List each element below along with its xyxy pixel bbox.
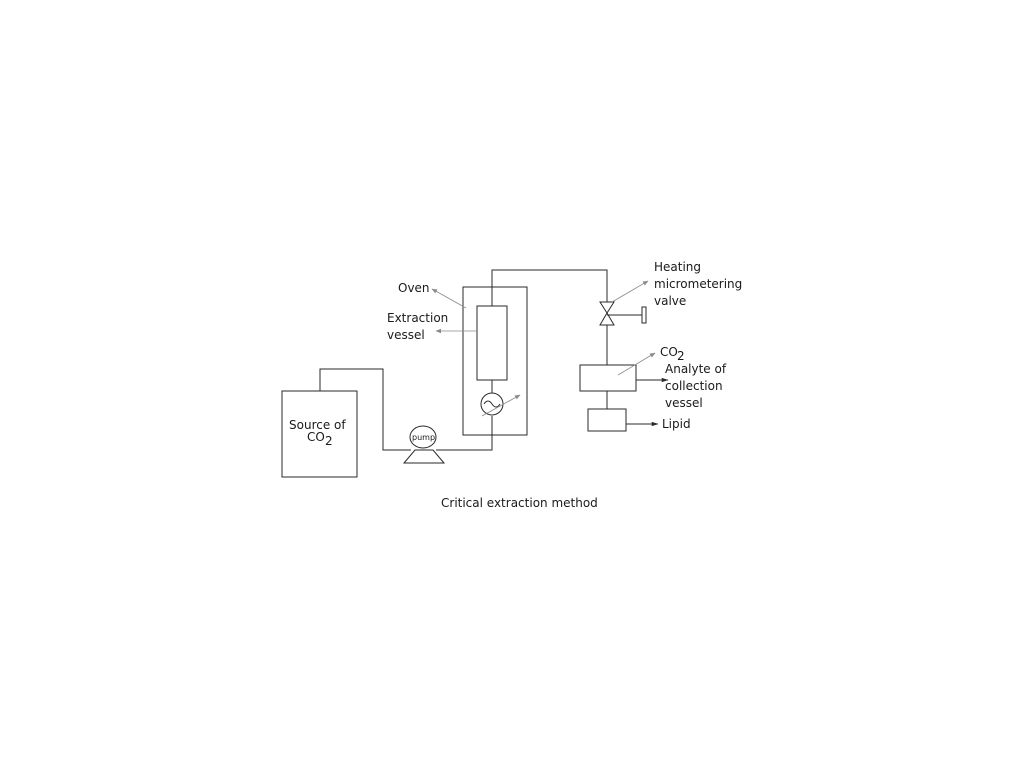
collection-vessel: [579, 364, 637, 392]
valve-upper: [599, 301, 615, 314]
analyte-label-line2: collection: [665, 379, 723, 393]
extraction-vessel-label-line2: vessel: [387, 328, 425, 342]
source-label-line1: Source of: [289, 418, 346, 432]
co2-out-label-co: CO: [660, 345, 678, 359]
valve-label-line2: micrometering: [654, 277, 742, 291]
pump-base: [402, 449, 446, 464]
source-label-subscript: 2: [325, 434, 333, 448]
analyte-label-line1: Analyte of: [665, 362, 727, 376]
extraction-vessel: [476, 305, 508, 381]
co2-source-tank: [281, 390, 358, 478]
supply-pipe: [319, 368, 411, 451]
co2-out-label-subscript: 2: [677, 349, 685, 363]
oven-pointer: [431, 288, 467, 309]
extraction-vessel-label-line1: Extraction: [387, 311, 448, 325]
valve-label-line3: valve: [654, 294, 686, 308]
pump-body: [409, 425, 437, 449]
lipid-vessel: [587, 408, 627, 432]
outlet-pipe: [491, 269, 608, 306]
co2-vent-pointer: [617, 352, 656, 376]
diagram-caption: Critical extraction method: [441, 496, 598, 510]
heat-exchanger-arrow: [481, 394, 521, 417]
oven-label: Oven: [398, 281, 430, 295]
analyte-label-line3: vessel: [665, 396, 703, 410]
valve-handle: [641, 306, 647, 324]
pump-label: pump: [412, 433, 435, 442]
heat-exchanger-wave: [483, 400, 501, 408]
pump-outlet-pipe: [436, 416, 493, 451]
source-label-co: CO: [307, 430, 325, 444]
oven: [462, 286, 528, 436]
valve-label-line1: Heating: [654, 260, 701, 274]
valve-pointer: [611, 280, 649, 303]
lipid-label: Lipid: [662, 417, 691, 431]
